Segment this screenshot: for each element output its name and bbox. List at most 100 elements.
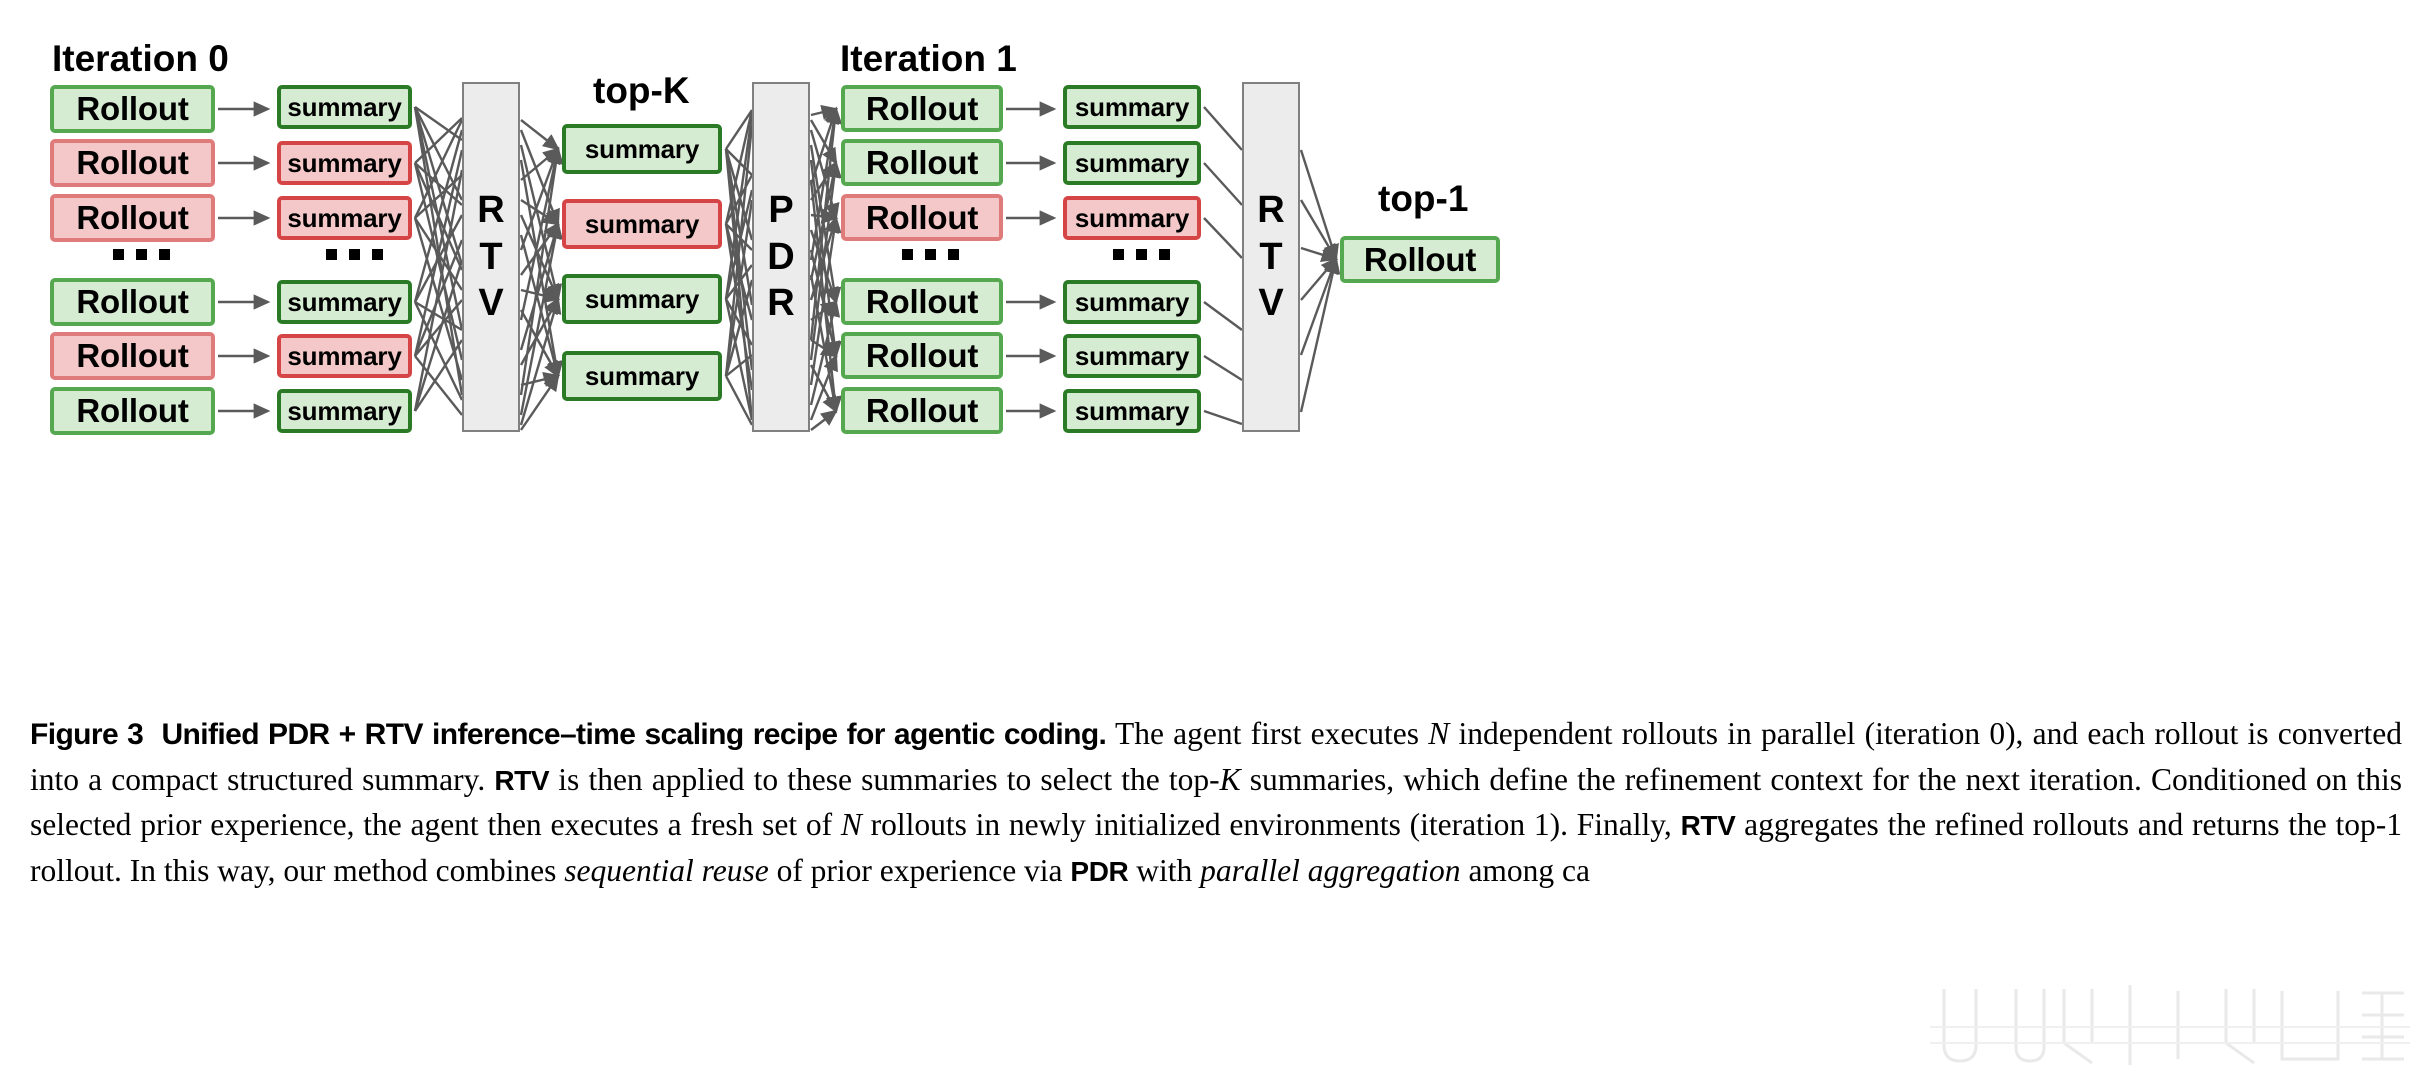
iteration1-summaries-node: summary <box>1063 85 1201 129</box>
caption-body-2: independent rollouts in parallel (iterat… <box>30 716 2402 797</box>
iteration0-summaries-node: summary <box>277 334 412 378</box>
operator-letter: R <box>477 189 505 232</box>
heading-top-1: top-1 <box>1378 178 1469 219</box>
caption-italic-sequential-reuse: sequential reuse <box>564 852 769 888</box>
operator-letter: T <box>479 235 503 278</box>
iteration0-rollouts-node: Rollout <box>50 194 215 242</box>
heading-top-k: top-K <box>593 70 690 111</box>
caption-body-5: rollouts in newly initialized environmen… <box>861 807 1681 842</box>
watermark-overlay <box>1930 985 2410 1065</box>
top1-result-node: Rollout <box>1340 236 1500 283</box>
iteration1-summaries-node: summary <box>1063 389 1201 433</box>
node-label: Rollout <box>865 198 979 236</box>
caption-var-k: K <box>1219 761 1241 797</box>
node-label: summary <box>584 208 700 239</box>
caption-bold-rtv-2: RTV <box>1680 810 1736 841</box>
operator-letter: R <box>1257 189 1285 232</box>
node-label: summary <box>584 133 700 164</box>
iteration1-summaries-node: summary <box>1063 334 1201 378</box>
iteration1-rollouts-node: Rollout <box>841 194 1003 241</box>
iteration1-rollouts-ellipsis-icon <box>902 249 959 260</box>
node-label: summary <box>287 147 402 178</box>
node-label: summary <box>1074 147 1190 178</box>
iteration0-rollouts-node: Rollout <box>50 387 215 435</box>
iteration0-rollouts-node: Rollout <box>50 139 215 187</box>
node-label: summary <box>287 91 402 122</box>
iteration1-summaries-ellipsis-icon <box>1113 249 1170 260</box>
iteration1-summaries-node: summary <box>1063 196 1201 240</box>
node-label: Rollout <box>76 392 189 429</box>
heading-iteration-0: Iteration 0 <box>52 38 229 79</box>
iteration1-rollouts-node: Rollout <box>841 139 1003 186</box>
node-label: Rollout <box>1363 240 1477 278</box>
iteration0-rollouts-ellipsis-icon <box>113 249 170 260</box>
operator-letter: D <box>767 235 795 278</box>
caption-title: Unified PDR + RTV inference–time scaling… <box>161 718 1107 751</box>
iteration0-rollouts-node: Rollout <box>50 85 215 133</box>
node-label: Rollout <box>865 282 979 320</box>
topk-summaries-node: summary <box>562 351 722 401</box>
topk-summaries-node: summary <box>562 124 722 174</box>
node-label: summary <box>287 286 402 317</box>
caption-figure-number: Figure 3 <box>30 718 144 751</box>
figure-caption: Figure 3 Unified PDR + RTV inference–tim… <box>30 712 2402 894</box>
node-label: Rollout <box>76 90 189 127</box>
operator-letter: V <box>1258 282 1284 325</box>
iteration1-rollouts-node: Rollout <box>841 332 1003 379</box>
topk-summaries-node: summary <box>562 199 722 249</box>
caption-body-6: aggregates the refined rollouts and retu… <box>30 807 2402 888</box>
node-label: summary <box>1074 340 1190 371</box>
node-label: summary <box>287 395 402 426</box>
caption-body-3: is then applied to these summaries to se… <box>549 761 1220 797</box>
operator-letter: T <box>1259 235 1283 278</box>
operator-letter: P <box>768 189 794 232</box>
node-label: Rollout <box>865 89 979 127</box>
node-label: summary <box>1074 202 1190 233</box>
caption-body-7: of prior experience via <box>768 852 1071 888</box>
caption-italic-parallel-aggregation: parallel aggregation <box>1200 852 1461 888</box>
caption-body-8: with <box>1128 852 1201 888</box>
operator-letter: R <box>767 282 795 325</box>
caption-var-n-1: N <box>1428 716 1450 751</box>
node-label: summary <box>1074 286 1190 317</box>
iteration1-rollouts-node: Rollout <box>841 387 1003 434</box>
iteration1-rollouts-node: Rollout <box>841 85 1003 132</box>
operator-letter: V <box>478 282 504 325</box>
node-label: Rollout <box>865 391 979 429</box>
iteration1-summaries-node: summary <box>1063 280 1201 324</box>
node-label: summary <box>1074 395 1190 426</box>
iteration0-rollouts-node: Rollout <box>50 278 215 326</box>
iteration0-summaries-node: summary <box>277 85 412 129</box>
node-label: Rollout <box>76 283 189 320</box>
iteration1-summaries-node: summary <box>1063 141 1201 185</box>
iteration0-rollouts-node: Rollout <box>50 332 215 380</box>
iteration0-summaries-ellipsis-icon <box>326 249 383 260</box>
iteration0-summaries-node: summary <box>277 196 412 240</box>
node-label: Rollout <box>865 143 979 181</box>
caption-bold-pdr: PDR <box>1070 855 1129 887</box>
node-label: summary <box>584 283 700 314</box>
heading-iteration-1: Iteration 1 <box>840 38 1017 79</box>
node-label: summary <box>287 202 402 233</box>
caption-bold-rtv-1: RTV <box>494 764 550 796</box>
node-label: summary <box>287 340 402 371</box>
node-label: summary <box>1074 91 1190 122</box>
caption-body-4: summaries, which define the refinement c… <box>30 761 2402 843</box>
node-label: summary <box>584 360 700 391</box>
iteration0-summaries-node: summary <box>277 280 412 324</box>
node-label: Rollout <box>865 336 979 374</box>
iteration0-summaries-node: summary <box>277 389 412 433</box>
topk-summaries-node: summary <box>562 274 722 324</box>
caption-body-1: The agent first executes <box>1114 716 1429 751</box>
iteration1-rollouts-node: Rollout <box>841 278 1003 325</box>
node-label: Rollout <box>76 144 189 181</box>
iteration0-summaries-node: summary <box>277 141 412 185</box>
caption-var-n-2: N <box>840 807 862 842</box>
caption-body-9: among ca <box>1460 852 1591 888</box>
node-label: Rollout <box>76 199 189 236</box>
node-label: Rollout <box>76 337 189 374</box>
